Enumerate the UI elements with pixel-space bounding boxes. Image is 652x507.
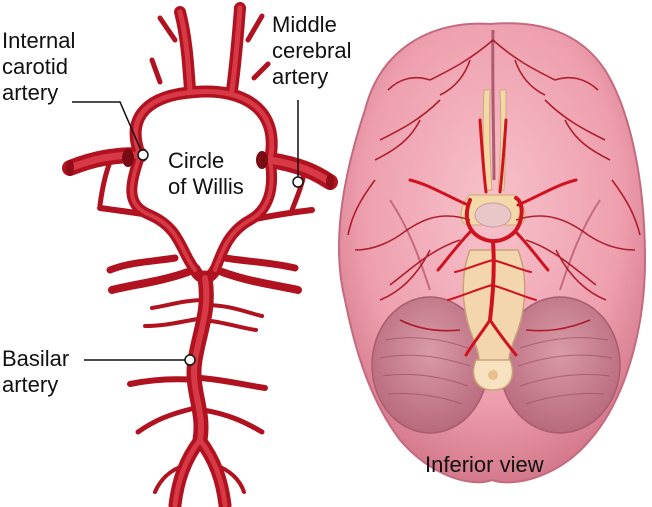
marker-dots xyxy=(137,149,304,366)
internal-carotid-marker xyxy=(137,149,149,161)
brain-inferior-view xyxy=(337,22,647,484)
circle-of-willis-label: Circle of Willis xyxy=(168,148,244,199)
pointer-lines xyxy=(72,100,299,361)
arterial-tree xyxy=(62,2,338,507)
internal-carotid-pointer xyxy=(72,101,144,156)
internal-carotid-artery-label: Internal carotid artery xyxy=(2,28,76,105)
basilar-artery-label: Basilar artery xyxy=(2,346,70,397)
inferior-view-label: Inferior view xyxy=(425,452,544,477)
middle-cerebral-artery-label: Middle cerebral artery xyxy=(272,12,352,89)
middle-cerebral-marker xyxy=(292,176,304,188)
basilar-marker xyxy=(184,354,196,366)
